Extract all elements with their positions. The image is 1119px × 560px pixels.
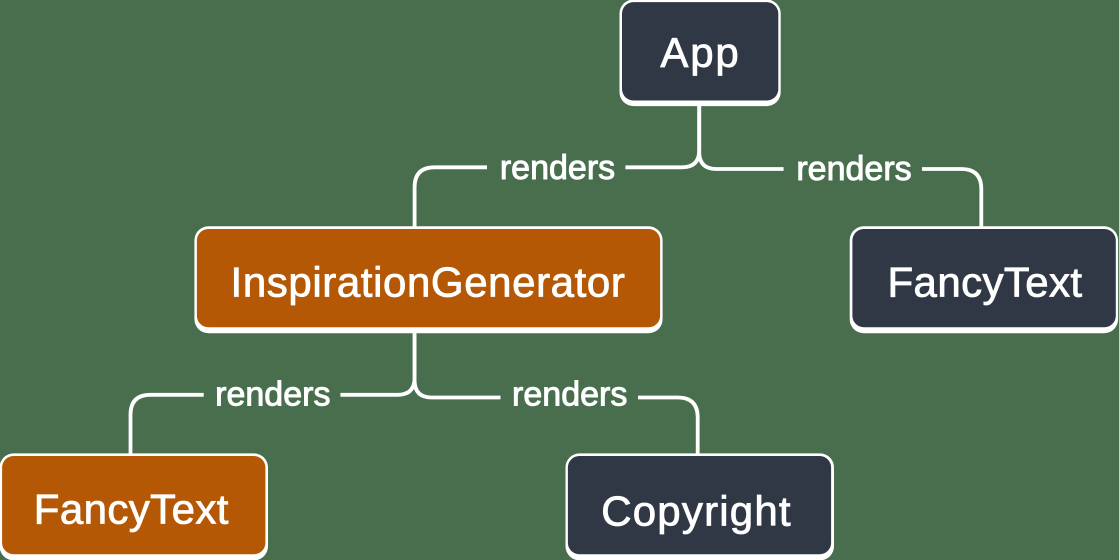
svg-text:FancyText: FancyText: [888, 259, 1083, 306]
svg-text:renders: renders: [512, 375, 627, 413]
svg-text:InspirationGenerator: InspirationGenerator: [231, 259, 626, 306]
svg-text:Copyright: Copyright: [601, 488, 792, 535]
svg-text:renders: renders: [500, 149, 615, 187]
svg-text:FancyText: FancyText: [34, 486, 229, 533]
svg-text:App: App: [660, 29, 740, 76]
svg-text:renders: renders: [796, 150, 911, 188]
svg-text:renders: renders: [215, 375, 330, 413]
